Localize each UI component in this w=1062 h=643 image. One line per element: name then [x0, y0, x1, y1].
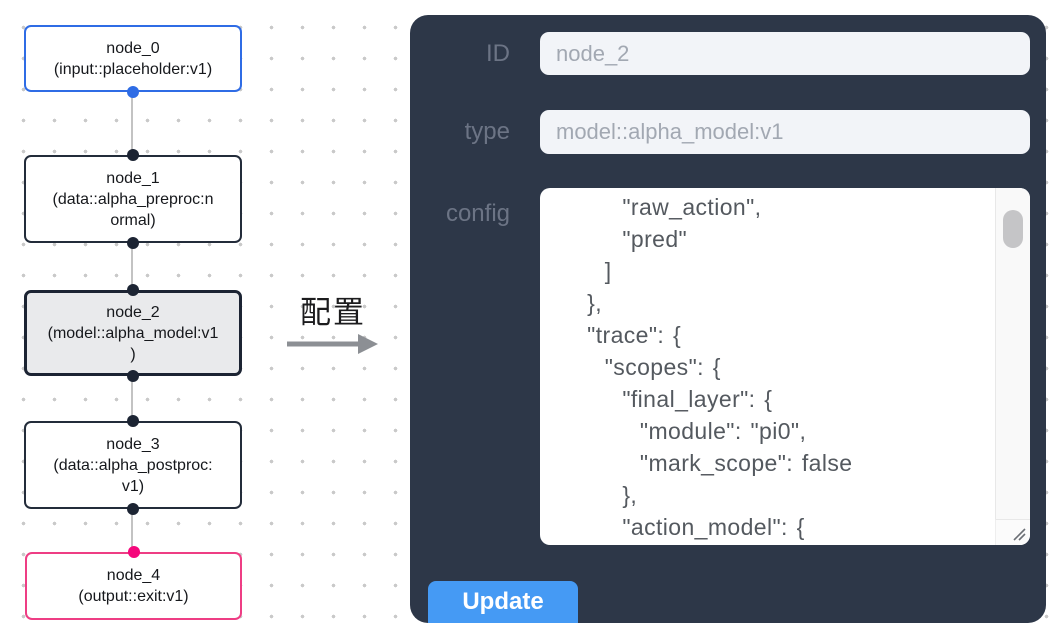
target-port[interactable]: [127, 546, 140, 558]
source-port[interactable]: [127, 86, 139, 98]
node-title: node_3: [106, 435, 160, 453]
type-input[interactable]: [540, 110, 1030, 154]
id-input[interactable]: [540, 32, 1030, 75]
flow-node-node_4[interactable]: node_4 (output::exit:v1): [25, 546, 242, 620]
target-port[interactable]: [127, 415, 139, 427]
flow-node-node_3[interactable]: node_3 (data::alpha_postproc: v1): [24, 415, 242, 515]
config-textarea[interactable]: "raw_action", "pred" ] }, "trace": { "sc…: [540, 188, 1030, 545]
resize-handle-icon[interactable]: [1010, 525, 1027, 542]
configure-label: 配置: [300, 295, 366, 330]
id-label: ID: [486, 40, 510, 67]
node-subtitle: (data::alpha_postproc:: [53, 456, 213, 474]
source-port[interactable]: [127, 370, 139, 382]
scrollbar-thumb[interactable]: [1003, 210, 1023, 248]
config-label: config: [445, 200, 510, 227]
edge-node0-node1: [131, 92, 133, 156]
node-title: node_0: [106, 39, 160, 57]
source-port[interactable]: [127, 503, 139, 515]
type-label: type: [464, 118, 510, 145]
flow-node-node_2-selected[interactable]: node_2 (model::alpha_model:v1 ): [24, 284, 242, 382]
node-subtitle: (input::placeholder:v1): [53, 60, 213, 78]
node-subtitle: (output::exit:v1): [78, 588, 189, 605]
config-json-content: "raw_action", "pred" ] }, "trace": { "sc…: [587, 194, 853, 540]
edge-node2-node3: [131, 376, 133, 422]
config-scrollbar-corner: [995, 519, 1030, 545]
node-subtitle: ormal): [110, 211, 156, 229]
node-subtitle: v1): [121, 477, 145, 495]
flow-node-node_1[interactable]: node_1 (data::alpha_preproc:n ormal): [24, 149, 242, 249]
node-title: node_1: [106, 169, 160, 187]
source-port[interactable]: [127, 237, 139, 249]
target-port[interactable]: [127, 149, 139, 161]
node-title: node_2: [106, 303, 160, 321]
update-button[interactable]: Update: [428, 581, 578, 623]
flow-node-node_0[interactable]: node_0 (input::placeholder:v1): [24, 25, 242, 98]
node-subtitle: (model::alpha_model:v1: [47, 324, 219, 342]
config-scrollbar[interactable]: [995, 188, 1030, 520]
edge-node3-node4: [131, 509, 133, 553]
configure-annotation: 配置: [287, 296, 379, 356]
edge-node1-node2: [131, 243, 133, 291]
inspector-panel: ID type config "raw_action", "pred" ] },…: [410, 15, 1046, 623]
target-port[interactable]: [127, 284, 139, 296]
node-subtitle: ): [130, 345, 136, 363]
node-subtitle: (data::alpha_preproc:n: [52, 190, 214, 208]
right-arrow-icon: [287, 334, 378, 354]
node-title: node_4: [106, 567, 161, 584]
